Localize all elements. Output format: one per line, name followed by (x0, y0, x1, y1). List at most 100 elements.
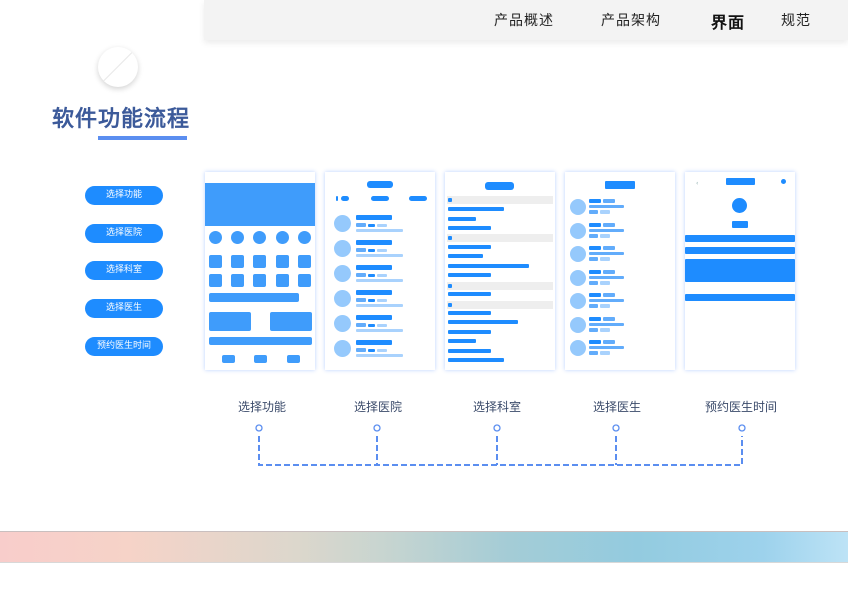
title-bar (603, 246, 615, 250)
tag-bar (356, 273, 366, 277)
step-button-select-function[interactable]: 选择功能 (85, 186, 163, 205)
department-item (448, 217, 476, 221)
footer-gradient-bar (0, 531, 848, 563)
name-bar (589, 293, 601, 297)
title-block (367, 181, 393, 188)
avatar-circle (570, 269, 586, 286)
schedule-block (685, 259, 795, 282)
section-header (447, 196, 553, 204)
department-item (448, 292, 491, 296)
tag-bar (377, 249, 387, 252)
title-block (726, 178, 755, 185)
desc-bar (356, 279, 403, 282)
desc-bar (589, 228, 624, 232)
nav-item-product-overview[interactable]: 产品概述 (494, 13, 554, 29)
tag-bar (356, 248, 366, 252)
icon-square (253, 274, 266, 287)
name-bar (356, 265, 392, 270)
tag-bar (589, 304, 598, 308)
desc-bar (356, 329, 403, 332)
tag-bar (368, 324, 375, 327)
department-item (448, 254, 483, 258)
desc-bar (356, 229, 403, 232)
section-header (447, 301, 553, 309)
tag-bar (377, 349, 387, 352)
avatar-circle (570, 340, 586, 356)
tag-bar (589, 257, 598, 261)
banner-block (205, 183, 315, 226)
tag-bar (368, 274, 375, 277)
node-circle-icon (738, 424, 746, 432)
node-circle-icon (612, 424, 620, 432)
tag-bar (368, 224, 375, 227)
tag-bar (356, 223, 366, 227)
node-circle-icon (493, 424, 501, 432)
title-underline (98, 136, 187, 140)
nav-item-interface[interactable]: 界面 (711, 13, 746, 32)
tag-bar (600, 233, 610, 238)
department-item (448, 245, 491, 249)
title-bar (603, 199, 615, 203)
tag-bar (377, 274, 387, 277)
location-icon (336, 196, 338, 201)
tag-bar (368, 349, 375, 352)
step-button-select-department[interactable]: 选择科室 (85, 261, 163, 280)
icon-square (298, 255, 311, 268)
row-block (685, 247, 795, 254)
department-item (448, 320, 518, 324)
desc-bar (589, 275, 624, 279)
tag-bar (600, 257, 610, 261)
icon-circle (298, 231, 311, 244)
wireframe-screen-department (445, 172, 555, 370)
wireframe-screen-hospital (325, 172, 435, 370)
nav-item-product-architecture[interactable]: 产品架构 (601, 13, 661, 29)
name-block (732, 221, 748, 228)
section-marker (448, 303, 452, 307)
flow-label-book-time: 预约医生时间 (704, 400, 777, 414)
section-header (447, 282, 553, 290)
department-item (448, 207, 504, 211)
tag-bar (356, 323, 366, 327)
flow-label-select-doctor: 选择医生 (592, 400, 641, 414)
flow-label-select-function: 选择功能 (237, 400, 286, 414)
tab-block (287, 355, 300, 363)
step-button-select-doctor[interactable]: 选择医生 (85, 299, 163, 318)
tag-bar (356, 348, 366, 352)
name-bar (589, 222, 601, 227)
title-bar (603, 340, 615, 344)
desc-bar (356, 304, 403, 307)
name-bar (589, 269, 601, 274)
step-button-select-hospital[interactable]: 选择医院 (85, 224, 163, 243)
wireframe-screen-doctor (565, 172, 675, 370)
avatar-circle (570, 316, 586, 333)
icon-square (231, 274, 244, 287)
name-bar (356, 240, 392, 245)
avatar-block (732, 198, 747, 213)
department-item (448, 358, 504, 362)
department-item (448, 311, 491, 315)
title-bar (603, 293, 615, 297)
flow-label-select-department: 选择科室 (472, 400, 521, 414)
department-item (448, 273, 491, 277)
menu-dot-icon (781, 179, 786, 184)
icon-square (231, 255, 244, 268)
section-header (447, 234, 553, 242)
tag-bar (356, 298, 366, 302)
avatar-circle (334, 215, 351, 232)
filter-block (371, 196, 389, 201)
wireframe-screen-function (205, 172, 315, 370)
step-button-book-time[interactable]: 预约医生时间 (85, 337, 163, 356)
top-nav-bar: 产品概述 产品架构 界面 规范 (204, 0, 848, 40)
name-bar (356, 290, 392, 295)
name-bar (589, 316, 601, 321)
avatar-circle (570, 246, 586, 262)
nav-item-specification[interactable]: 规范 (781, 13, 811, 29)
icon-circle (253, 231, 266, 244)
dashed-connector (258, 436, 743, 466)
desc-bar (589, 205, 624, 208)
row-block (685, 235, 795, 242)
icon-square (276, 255, 289, 268)
tag-bar (377, 324, 387, 327)
section-marker (448, 284, 452, 288)
desc-bar (356, 354, 403, 357)
